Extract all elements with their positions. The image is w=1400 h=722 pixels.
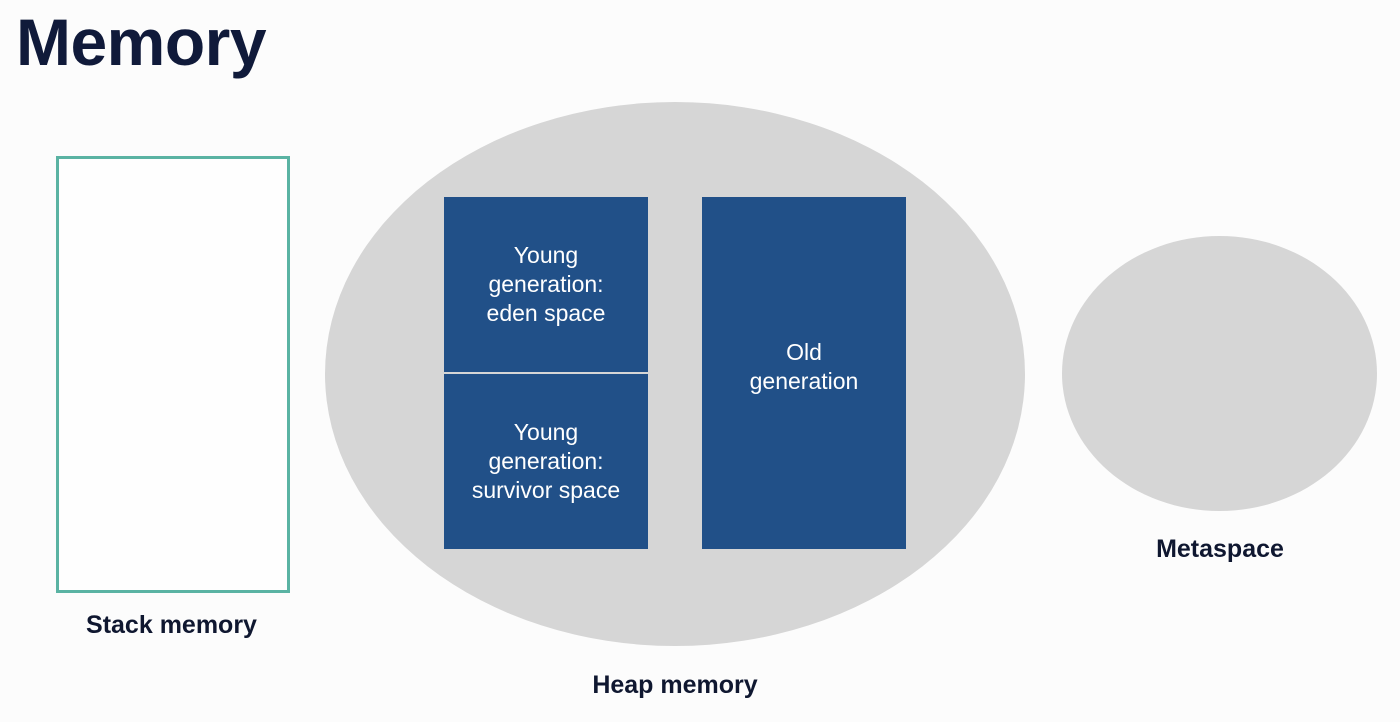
metaspace-label: Metaspace — [1156, 535, 1284, 563]
heap-memory-label: Heap memory — [592, 671, 758, 699]
survivor-line-1: Young — [513, 419, 579, 445]
young-generation-eden-block: Young generation: eden space — [444, 197, 648, 372]
young-generation-survivor-block: Young generation: survivor space — [444, 374, 648, 549]
page-title: Memory — [16, 5, 267, 79]
stack-memory-label: Stack memory — [86, 611, 257, 639]
metaspace-region — [1062, 236, 1377, 511]
heap-memory-region — [325, 102, 1025, 646]
eden-line-1: Young — [513, 242, 579, 268]
eden-line-3: eden space — [486, 300, 606, 326]
old-generation-block: Old generation — [702, 197, 906, 549]
survivor-line-3: survivor space — [471, 477, 621, 503]
old-line-2: generation — [749, 368, 859, 394]
eden-line-2: generation: — [488, 271, 604, 297]
survivor-line-2: generation: — [488, 448, 604, 474]
stack-memory-box — [56, 156, 290, 593]
old-line-1: Old — [786, 339, 822, 365]
